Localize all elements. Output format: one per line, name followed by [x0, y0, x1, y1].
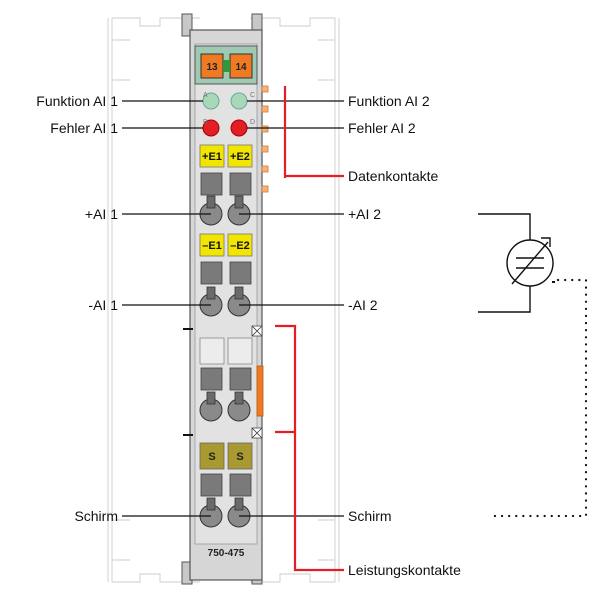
terminal-slots [200, 172, 252, 497]
label-leistungskontakte: Leistungskontakte [348, 562, 461, 578]
plus-markers: +E1 +E2 [199, 144, 253, 168]
label-fehler-ai2: Fehler AI 2 [348, 120, 416, 136]
leader-lines [122, 100, 344, 517]
led-area: A C B D [202, 92, 255, 137]
housing-ticks [183, 328, 193, 436]
minus-markers: –E1 –E2 [199, 233, 253, 257]
terminal-13-label: 13 [206, 62, 218, 73]
blank-markers [199, 337, 253, 365]
label-schirm-right: Schirm [348, 508, 392, 524]
label-plus-ai1: +AI 1 [85, 206, 118, 222]
marker-shield-2: S [236, 451, 243, 463]
module-housing [181, 13, 263, 585]
label-plus-ai2: +AI 2 [348, 206, 381, 222]
clamp-openings [199, 195, 251, 528]
led-letter-b: B [203, 119, 208, 126]
marker-minus-e2: –E2 [230, 240, 250, 252]
led-letter-c: C [250, 92, 255, 99]
label-datenkontakte: Datenkontakte [348, 168, 438, 184]
data-contacts [261, 85, 269, 193]
sensor-symbol [478, 213, 555, 313]
shield-markers: S S [199, 442, 253, 470]
power-contact-strip [251, 325, 264, 439]
din-rail-outline [107, 17, 340, 583]
marker-shield-1: S [208, 451, 215, 463]
shield-dotted-line [492, 278, 588, 518]
top-terminal-block: 13 14 [194, 45, 258, 85]
callout-labels: Funktion AI 1 Funktion AI 2 Fehler AI 1 … [36, 93, 461, 578]
terminal-14-label: 14 [235, 62, 247, 73]
function-led-2 [230, 92, 248, 110]
led-letter-d: D [250, 119, 255, 126]
label-minus-ai2: -AI 2 [348, 297, 378, 313]
green-connector [223, 60, 230, 72]
error-led-2 [230, 119, 248, 137]
red-brackets [275, 86, 344, 572]
label-minus-ai1: -AI 1 [88, 297, 118, 313]
label-schirm-left: Schirm [74, 508, 118, 524]
part-number: 750-475 [208, 548, 245, 559]
marker-plus-e2: +E2 [230, 151, 250, 163]
marker-minus-e1: –E1 [202, 240, 222, 252]
label-funktion-ai1: Funktion AI 1 [36, 93, 118, 109]
label-fehler-ai1: Fehler AI 1 [50, 120, 118, 136]
label-funktion-ai2: Funktion AI 2 [348, 93, 430, 109]
led-letter-a: A [203, 92, 208, 99]
marker-plus-e1: +E1 [202, 151, 222, 163]
